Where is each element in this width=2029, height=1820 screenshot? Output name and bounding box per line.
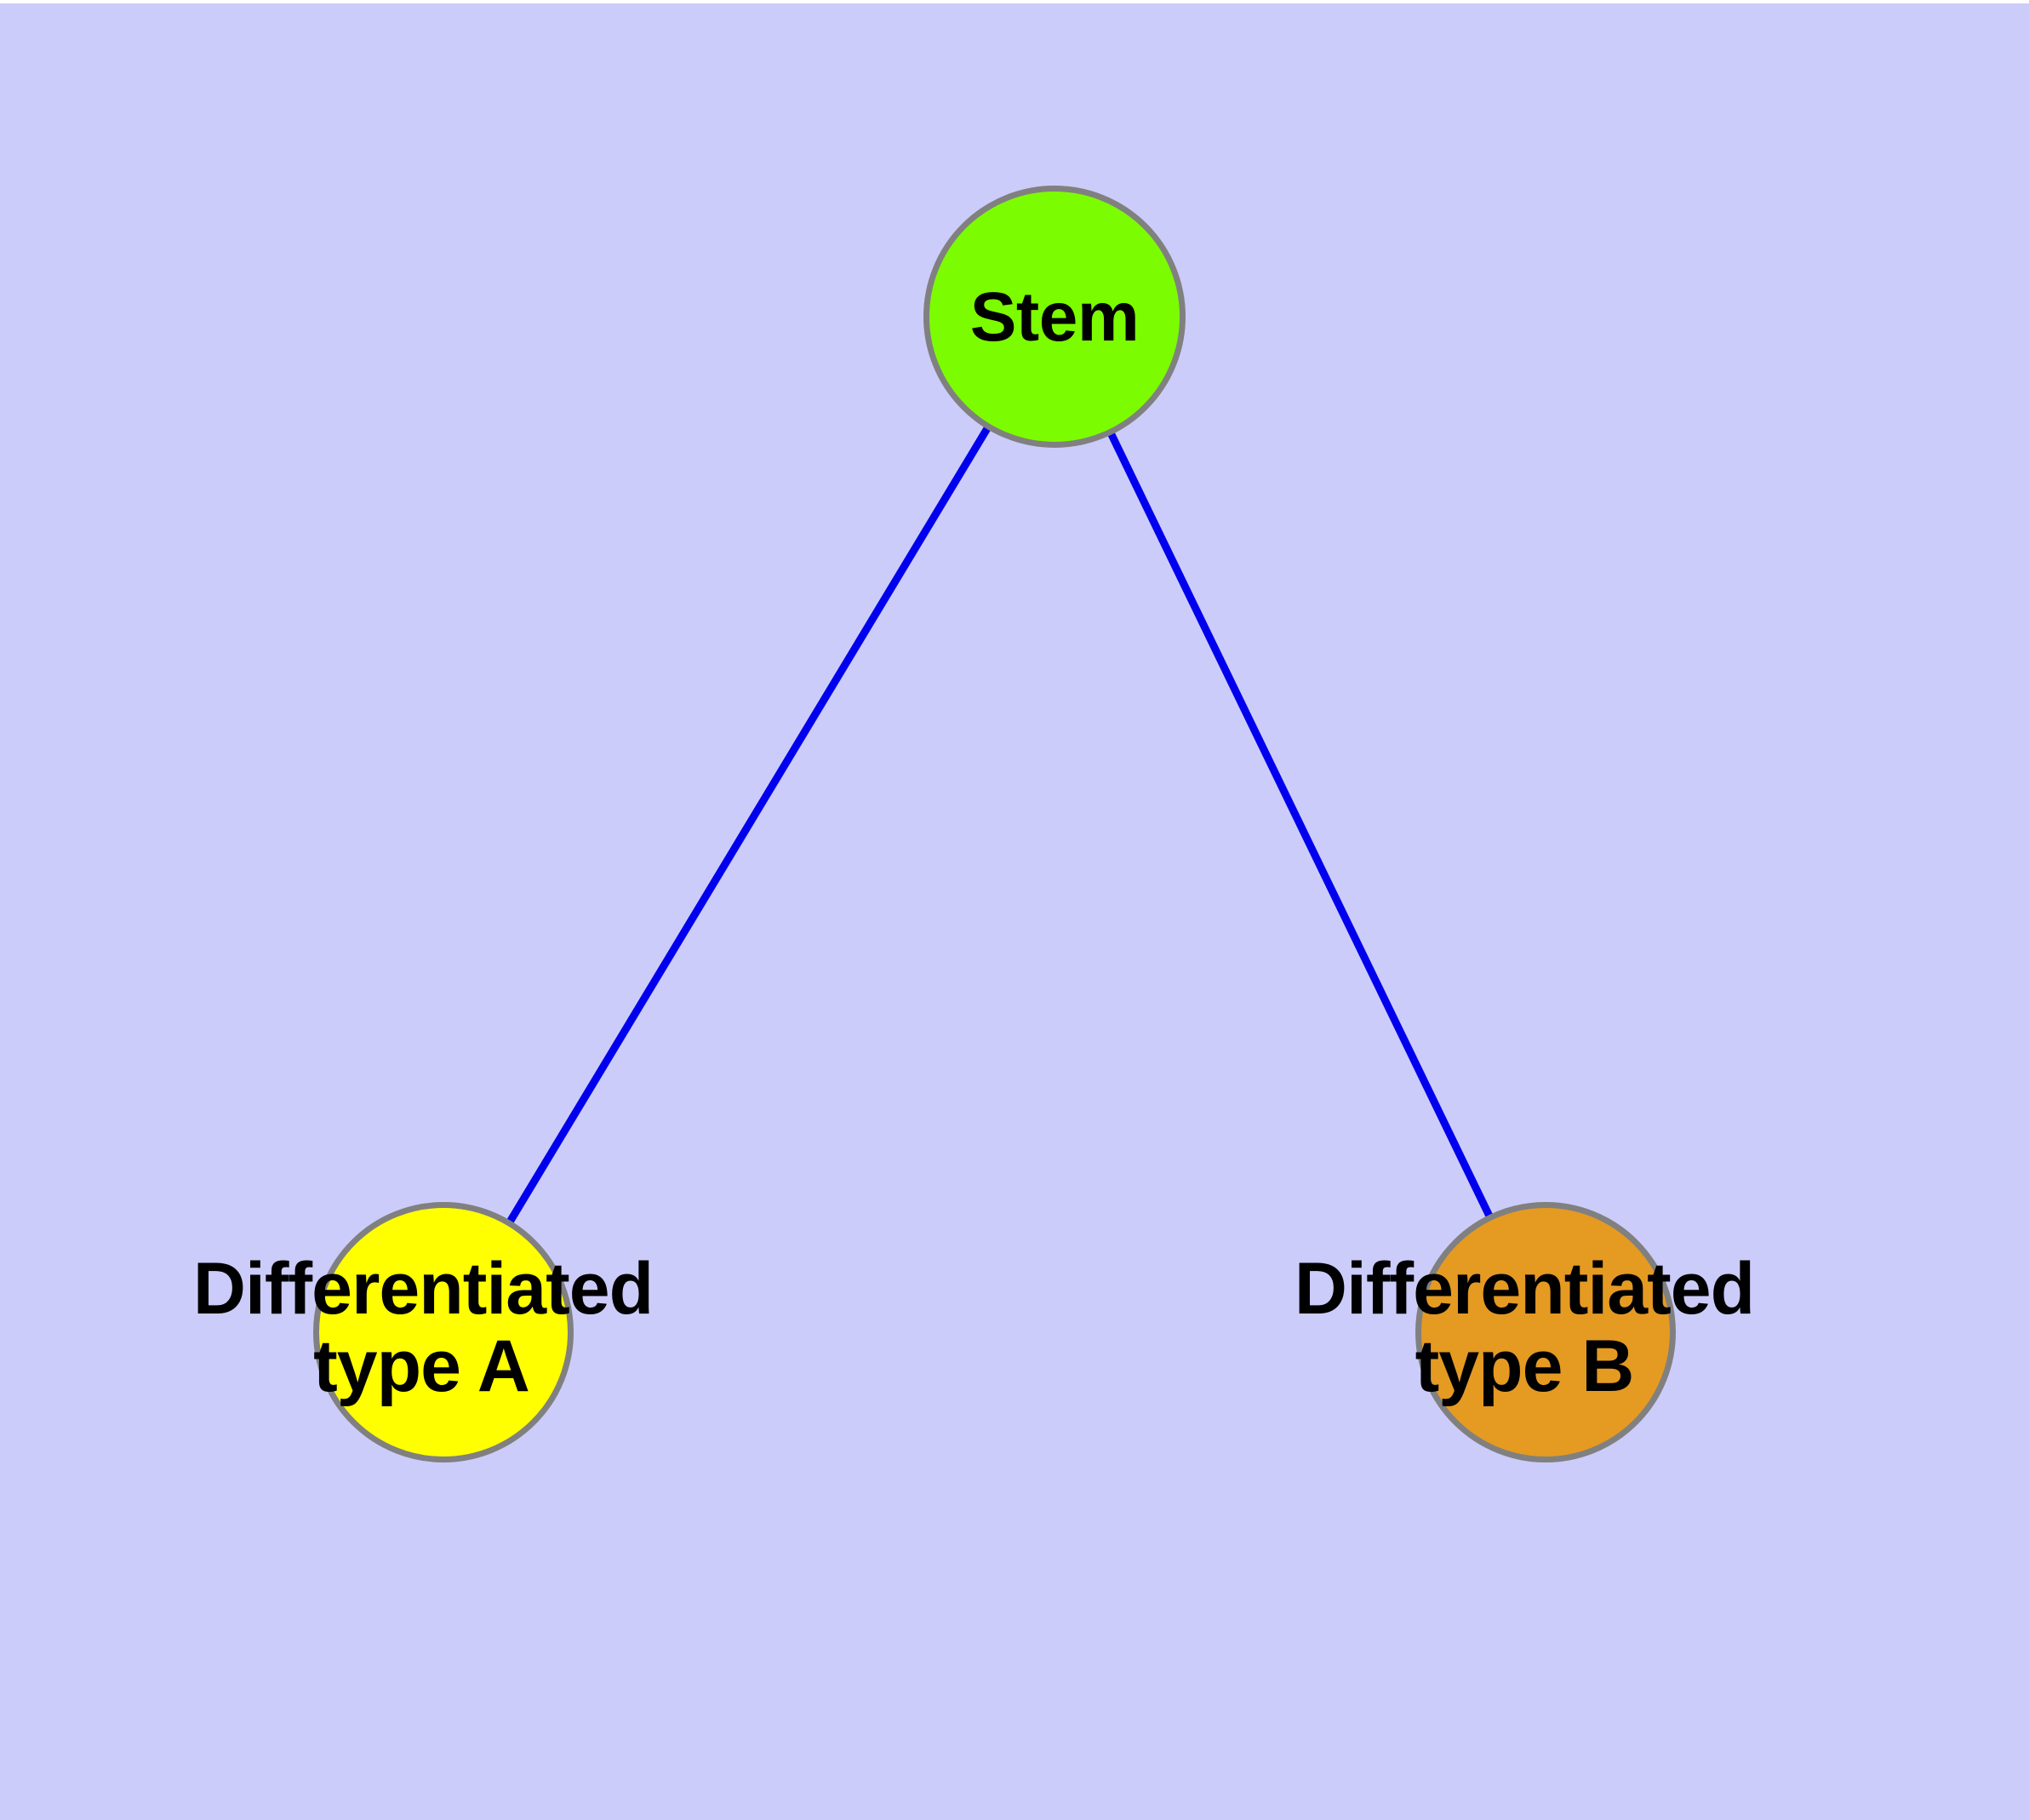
edge-stem-to-differentiated-type-a[interactable] bbox=[440, 314, 1058, 1335]
node-differentiated-type-a[interactable] bbox=[313, 1202, 574, 1462]
node-stem[interactable] bbox=[923, 186, 1186, 448]
edge-layer bbox=[440, 314, 1550, 1335]
node-differentiated-type-b[interactable] bbox=[1415, 1202, 1676, 1462]
edge-stem-to-differentiated-type-b[interactable] bbox=[1050, 315, 1550, 1334]
node-layer bbox=[313, 186, 1676, 1462]
